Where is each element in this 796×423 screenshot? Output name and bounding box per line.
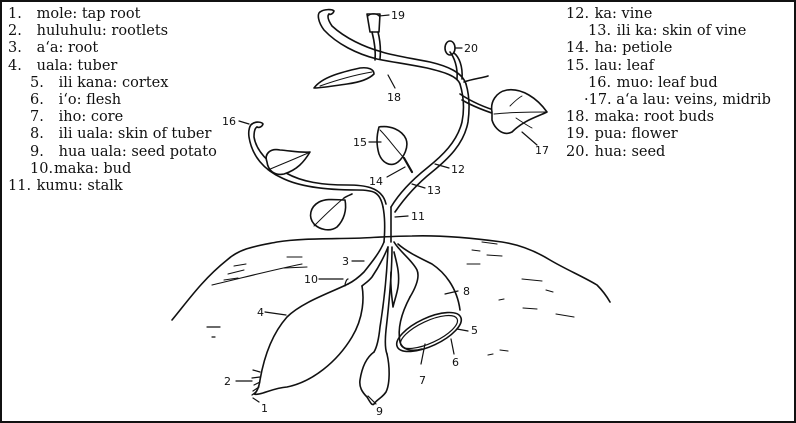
- leader-4: [264, 311, 287, 316]
- legend-item-16: 16. muo: leaf bud: [588, 74, 718, 91]
- legend-right: 12. ka: vine 13. ili ka: skin of vine 14…: [566, 6, 771, 161]
- legend-item-19: 19. pua: flower: [566, 126, 678, 143]
- callout-1: 1: [261, 402, 268, 415]
- legend-item-6: 6. iʻo: flesh: [30, 92, 122, 109]
- leader-7: [420, 343, 426, 365]
- callout-13: 13: [427, 184, 441, 197]
- legend-item-12: 12. ka: vine: [566, 6, 653, 22]
- leader-14: [386, 166, 406, 178]
- leader-13: [411, 183, 426, 189]
- legend-item-10: 10.maka: bud: [30, 160, 132, 177]
- legend-item-7: 7. iho: core: [30, 109, 124, 126]
- legend-item-3: 3. aʻa: root: [8, 40, 99, 57]
- stalk: [382, 206, 392, 243]
- leader-16: [238, 120, 250, 125]
- leader-19: [378, 14, 390, 17]
- legend-item-1: 1. mole: tap root: [8, 6, 141, 22]
- leader-lines: [235, 14, 538, 405]
- legend-item-9: 9. hua uala: seed potato: [30, 143, 217, 160]
- legend-item-14: 14. ha: petiole: [566, 40, 673, 57]
- ground-mound: [171, 235, 611, 356]
- callout-16: 16: [222, 115, 236, 128]
- callout-9: 9: [376, 405, 383, 418]
- callout-10: 10: [304, 273, 318, 286]
- legend-item-4: 4. uala: tuber: [8, 57, 118, 74]
- legend-item-17: ·17. aʻa lau: veins, midrib: [584, 92, 771, 109]
- leaves: [265, 66, 548, 231]
- callout-8: 8: [463, 285, 470, 298]
- legend-item-8: 8. ili uala: skin of tuber: [30, 126, 212, 143]
- callout-6: 6: [452, 356, 459, 369]
- callout-15: 15: [353, 136, 367, 149]
- callout-4: 4: [257, 306, 264, 319]
- callout-19: 19: [391, 9, 405, 22]
- leader-9: [367, 395, 377, 405]
- callout-3: 3: [342, 255, 349, 268]
- leader-17: [521, 131, 538, 146]
- roots-and-tubers: [251, 241, 463, 406]
- callout-12: 12: [451, 163, 465, 176]
- legend-item-18: 18. maka: root buds: [566, 109, 715, 126]
- leader-12: [434, 163, 450, 169]
- legend-item-20: 20. hua: seed: [566, 143, 666, 160]
- callout-11: 11: [411, 210, 425, 223]
- legend-item-13: 13. ili ka: skin of vine: [588, 23, 747, 40]
- leader-18: [387, 74, 396, 89]
- legend-item-2: 2. huluhulu: rootlets: [8, 23, 169, 40]
- leader-5: [456, 328, 469, 332]
- leader-6: [450, 338, 455, 355]
- callout-5: 5: [471, 324, 478, 337]
- callout-14: 14: [369, 175, 383, 188]
- legend-item-5: 5. ili kana: cortex: [30, 74, 169, 91]
- callout-17: 17: [535, 144, 549, 157]
- leader-1: [252, 397, 260, 403]
- legend-left: 1. mole: tap root 2. huluhulu: rootlets …: [8, 6, 217, 195]
- legend-item-15: 15. lau: leaf: [566, 57, 654, 74]
- callout-20: 20: [464, 42, 478, 55]
- callout-2: 2: [224, 375, 231, 388]
- callout-18: 18: [387, 91, 401, 104]
- legend-item-11: 11. kumu: stalk: [8, 178, 123, 195]
- leader-8: [444, 290, 459, 295]
- leader-11: [394, 215, 409, 218]
- callout-7: 7: [419, 374, 426, 387]
